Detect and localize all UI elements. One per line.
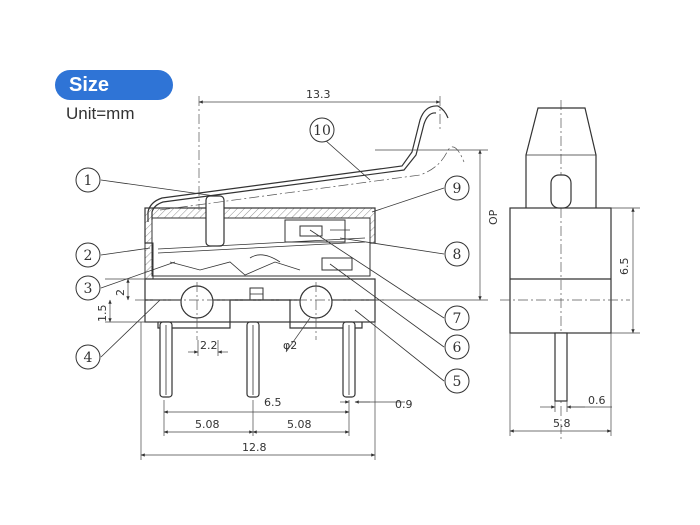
dim-overall-length: 13.3 xyxy=(306,88,331,101)
front-dimensions xyxy=(105,100,482,457)
unit-label: Unit=mm xyxy=(66,104,135,123)
callout-3: 3 xyxy=(84,281,93,297)
callout-10: 10 xyxy=(313,123,331,139)
dim-pin-width: 2.2 xyxy=(200,339,218,352)
dim-2: 2 xyxy=(114,289,127,296)
dim-side-height: 6.5 xyxy=(618,258,631,276)
callout-8: 8 xyxy=(453,247,462,263)
dim-side-width: 5.8 xyxy=(553,417,571,430)
dim-pin-center: 6.5 xyxy=(264,396,282,409)
dim-body-width: 12.8 xyxy=(242,441,267,454)
callout-4: 4 xyxy=(84,350,93,366)
callout-5: 5 xyxy=(453,374,462,390)
callout-2: 2 xyxy=(84,248,93,264)
dim-pitch-right: 5.08 xyxy=(287,418,312,431)
dim-pitch-left: 5.08 xyxy=(195,418,220,431)
callout-7: 7 xyxy=(453,311,462,327)
callouts xyxy=(75,117,470,394)
dim-pin-thickness: 0.9 xyxy=(395,398,413,411)
dim-side-pin: 0.6 xyxy=(588,394,606,407)
callout-6: 6 xyxy=(453,340,462,356)
size-badge: Size xyxy=(55,70,173,100)
dim-op: OP xyxy=(487,209,500,225)
dim-hole-dia: φ2 xyxy=(283,339,297,352)
side-view xyxy=(500,100,640,440)
front-view xyxy=(135,96,488,460)
callout-9: 9 xyxy=(453,181,462,197)
callout-1: 1 xyxy=(84,173,93,189)
dim-1-5: 1.5 xyxy=(96,305,109,323)
